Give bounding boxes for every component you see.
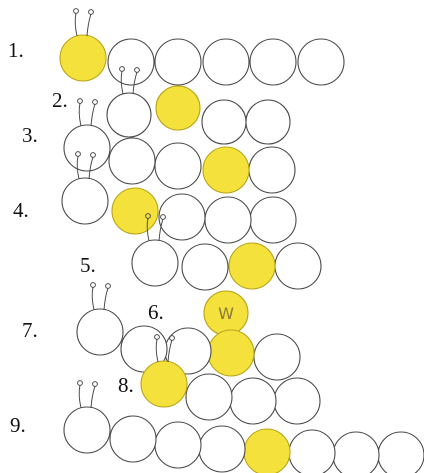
segment xyxy=(202,100,246,144)
row-number-1: 1. xyxy=(8,40,24,61)
segment xyxy=(132,240,178,286)
antenna-right xyxy=(91,104,95,126)
segment xyxy=(182,244,228,290)
caterpillar-row-6: W xyxy=(204,291,248,335)
antenna-tip-right xyxy=(89,10,94,15)
highlighted-segment xyxy=(203,147,249,193)
segment xyxy=(107,93,151,137)
antenna-right xyxy=(104,288,108,310)
row-number-4: 4. xyxy=(13,200,29,221)
row-number-7: 7. xyxy=(22,320,38,341)
segment xyxy=(205,197,251,243)
antenna-right xyxy=(87,14,91,36)
segment xyxy=(155,143,201,189)
antenna-tip-left xyxy=(74,9,79,14)
segment xyxy=(155,39,201,85)
segment xyxy=(274,378,320,424)
segment xyxy=(250,39,296,85)
segment xyxy=(64,125,110,171)
antenna-left xyxy=(92,287,94,310)
segment xyxy=(110,416,156,462)
highlighted-segment xyxy=(112,188,158,234)
segment xyxy=(298,39,344,85)
row-number-6: 6. xyxy=(148,302,164,323)
row-number-9: 9. xyxy=(10,415,26,436)
segment xyxy=(186,374,232,420)
antenna-right xyxy=(91,386,95,408)
row-number-2: 2. xyxy=(52,90,68,111)
segment xyxy=(275,243,321,289)
highlighted-segment xyxy=(229,243,275,289)
antenna-tip-right xyxy=(93,100,98,105)
segment-mark: W xyxy=(218,304,234,323)
segment xyxy=(203,39,249,85)
segment xyxy=(254,334,300,380)
highlighted-segment xyxy=(156,86,200,130)
segment xyxy=(378,432,424,473)
caterpillar-row-1 xyxy=(60,9,344,85)
segment xyxy=(77,309,123,355)
caterpillar-row-7 xyxy=(77,283,300,380)
segment xyxy=(64,407,110,453)
antenna-tip-left xyxy=(78,99,83,104)
antenna-tip-left xyxy=(78,381,83,386)
segment xyxy=(333,432,379,473)
segment xyxy=(250,197,296,243)
row-number-8: 8. xyxy=(118,375,134,396)
antenna-tip-right xyxy=(93,382,98,387)
segment xyxy=(62,178,108,224)
segment xyxy=(199,426,245,472)
antenna-tip-left xyxy=(91,283,96,288)
segment xyxy=(249,147,295,193)
segment xyxy=(246,100,290,144)
segment xyxy=(108,39,154,85)
antenna-left xyxy=(75,13,77,36)
highlighted-segment xyxy=(208,330,254,376)
row-number-3: 3. xyxy=(22,125,38,146)
segment xyxy=(230,378,276,424)
row-number-5: 5. xyxy=(80,255,96,276)
antenna-tip-right xyxy=(106,284,111,289)
segment xyxy=(109,138,155,184)
antenna-left xyxy=(79,385,81,408)
highlighted-segment xyxy=(244,429,290,473)
highlighted-segment xyxy=(141,361,187,407)
antenna-left xyxy=(79,103,81,126)
segment xyxy=(155,422,201,468)
highlighted-segment xyxy=(60,35,106,81)
segment xyxy=(289,430,335,473)
